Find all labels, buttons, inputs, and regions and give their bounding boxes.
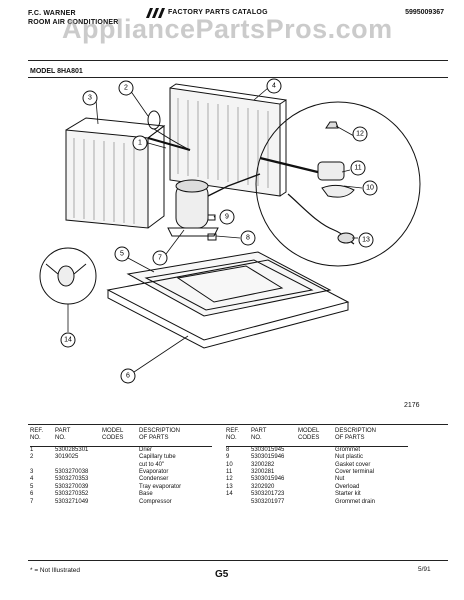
callout-14: 14	[60, 332, 76, 348]
footer-rule	[28, 560, 448, 561]
callout-4: 4	[266, 78, 282, 94]
callout-8: 8	[240, 230, 256, 246]
svg-text:12: 12	[356, 131, 364, 138]
terminal-detail	[255, 101, 421, 267]
table-row: cut to 40"	[139, 461, 165, 468]
catalog-number: 5995009367	[405, 9, 444, 16]
model-label: MODEL 8HA801	[30, 68, 83, 75]
capillary-tube	[147, 110, 161, 130]
evaporator-coil	[65, 117, 166, 229]
svg-text:13: 13	[362, 237, 370, 244]
grommet	[207, 233, 217, 241]
callout-1: 1	[132, 135, 148, 151]
callout-3: 3	[82, 90, 98, 106]
callout-12: 12	[352, 126, 368, 142]
brand-line: ROOM AIR CONDITIONER	[28, 19, 119, 26]
callout-7: 7	[152, 250, 168, 266]
svg-text:11: 11	[354, 165, 361, 172]
svg-text:9: 9	[225, 214, 229, 221]
svg-text:1: 1	[138, 140, 142, 147]
svg-text:5: 5	[120, 251, 124, 258]
revision-date: 5/91	[418, 566, 431, 573]
catalog-header: F.C. WARNER ROOM AIR CONDITIONER FACTORY…	[28, 7, 448, 41]
compressor	[167, 173, 261, 237]
svg-text:14: 14	[64, 337, 72, 344]
callout-6: 6	[120, 368, 136, 384]
col-ref-no: REF.NO.	[226, 428, 240, 442]
starter-kit-detail	[39, 247, 97, 305]
svg-text:8: 8	[246, 235, 250, 242]
catalog-title: FACTORY PARTS CATALOG	[168, 9, 268, 16]
callout-2: 2	[118, 80, 134, 96]
svg-text:7: 7	[158, 255, 162, 262]
figure-number: 2176	[404, 402, 420, 409]
brand-block: F.C. WARNER ROOM AIR CONDITIONER	[28, 9, 118, 27]
header-divider	[28, 60, 448, 61]
col-ref-no: REF.NO.	[30, 428, 44, 442]
callout-13: 13	[358, 232, 374, 248]
callout-9: 9	[219, 209, 235, 225]
evaporator-tray	[126, 251, 332, 317]
brand-line: F.C. WARNER	[28, 10, 76, 17]
exploded-parts-diagram: 1 2 3 4 5 6 7 8 9 10 11 12 13 14	[39, 78, 421, 384]
callout-10: 10	[362, 180, 378, 196]
nut-plastic	[207, 214, 216, 221]
svg-text:6: 6	[126, 373, 130, 380]
brand-logo	[144, 7, 166, 22]
condenser-coil	[169, 83, 287, 197]
svg-text:2: 2	[124, 85, 128, 92]
drier	[147, 137, 191, 151]
svg-text:4: 4	[272, 83, 276, 90]
callout-11: 11	[350, 160, 366, 176]
svg-text:3: 3	[88, 95, 92, 102]
footnote: * = Not Illustrated	[30, 567, 81, 574]
callout-5: 5	[114, 246, 130, 262]
svg-text:10: 10	[366, 185, 374, 192]
page-number: G5	[215, 569, 229, 580]
model-divider	[28, 77, 448, 78]
watermark-text: AppliancePartsPros.com	[62, 14, 393, 44]
table-top-rule	[28, 424, 448, 425]
logo-mark-icon	[146, 8, 165, 18]
